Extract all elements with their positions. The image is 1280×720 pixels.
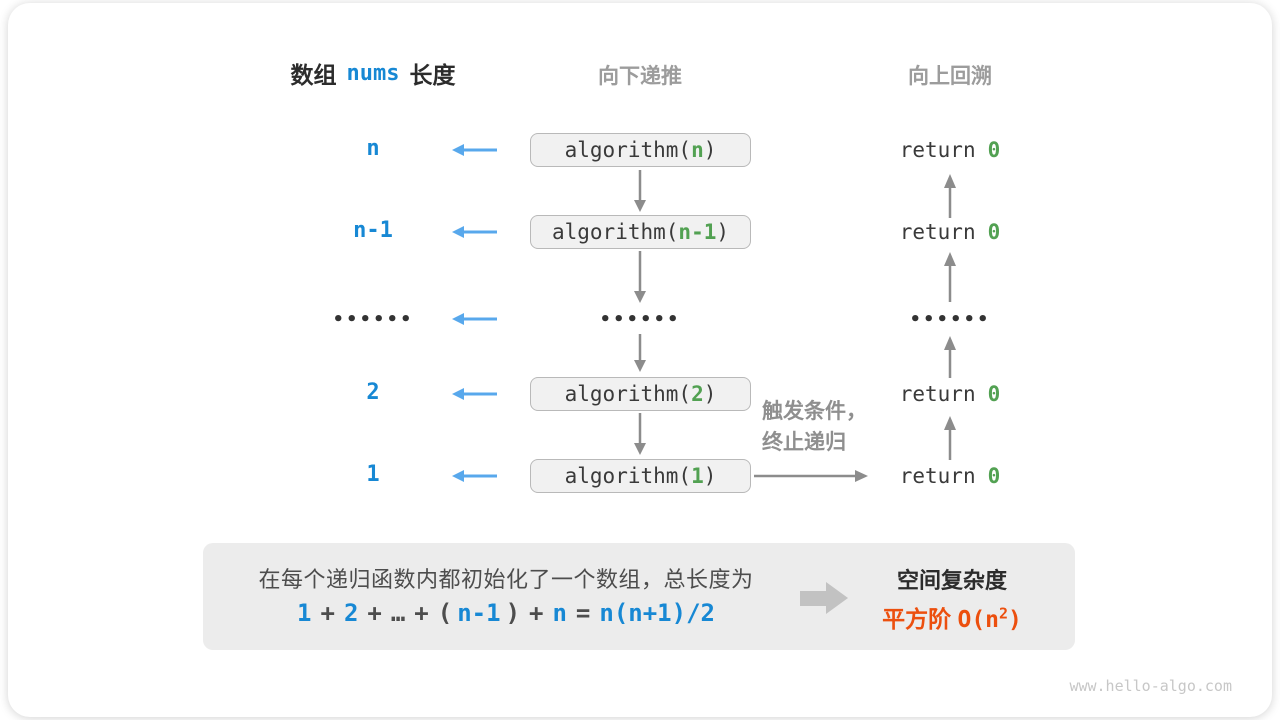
return-value: 0 — [987, 382, 1001, 406]
big-o-exponent: 2 — [999, 604, 1009, 623]
return-value: 0 — [987, 220, 1001, 244]
block-arrow-shaft — [800, 591, 826, 606]
ellipsis-length: •••••• — [332, 309, 414, 330]
block-arrow-head — [826, 582, 848, 614]
return-label-4: return 0 — [880, 382, 1020, 406]
header-array-length: 数组 nums 长度 — [253, 58, 493, 89]
length-label-n-1: n-1 — [353, 218, 393, 243]
watermark: www.hello-algo.com — [1069, 677, 1232, 695]
ellipsis-backtrack: •••••• — [909, 309, 991, 330]
call-open: algorithm( — [564, 382, 692, 406]
header-recurse-down: 向下递推 — [598, 65, 682, 88]
return-keyword: return — [899, 464, 976, 488]
terminate-note: 触发条件， 终止递归 — [762, 396, 902, 458]
formula-token: + — [367, 599, 382, 627]
return-keyword: return — [899, 382, 976, 406]
complexity-order-label: 平方阶 — [882, 606, 952, 632]
header-array-code: nums — [346, 60, 400, 86]
big-o-notation: O(n2) — [957, 604, 1022, 633]
formula-token: n(n+1)/2 — [599, 599, 715, 627]
call-arg: n-1 — [678, 220, 717, 244]
return-value: 0 — [987, 464, 1001, 488]
return-label-5: return 0 — [880, 464, 1020, 488]
header-backtrack-up: 向上回溯 — [908, 65, 992, 88]
formula-token: n — [552, 599, 567, 627]
summary-formula: 1 + 2 + … + ( n-1 ) + n = n(n+1)/2 — [231, 599, 781, 627]
call-box-n-1: algorithm(n-1) — [530, 215, 751, 249]
terminate-note-line1: 触发条件， — [762, 400, 867, 423]
space-complexity-title: 空间复杂度 — [896, 568, 1007, 593]
length-label-2: 2 — [366, 380, 380, 405]
return-value: 0 — [987, 138, 1001, 162]
formula-token: ( — [437, 599, 453, 627]
call-open: algorithm( — [551, 220, 679, 244]
call-open: algorithm( — [564, 138, 692, 162]
space-complexity-value: 平方阶 O(n2) — [852, 600, 1052, 634]
header-array-prefix: 数组 — [290, 62, 337, 88]
formula-token: + — [414, 599, 429, 627]
call-close: ) — [703, 382, 717, 406]
return-label-2: return 0 — [880, 220, 1020, 244]
call-open: algorithm( — [564, 464, 692, 488]
formula-token: … — [390, 599, 406, 627]
length-label-1: 1 — [366, 462, 380, 487]
call-arg: 1 — [691, 464, 704, 488]
formula-token: ) — [505, 599, 521, 627]
length-label-n: n — [366, 136, 380, 161]
call-box-n: algorithm(n) — [530, 133, 751, 167]
call-arg: 2 — [691, 382, 704, 406]
call-close: ) — [703, 138, 717, 162]
formula-token: 2 — [343, 599, 359, 627]
formula-token: = — [575, 599, 591, 627]
call-box-2: algorithm(2) — [530, 377, 751, 411]
summary-description: 在每个递归函数内都初始化了一个数组，总长度为 — [258, 567, 754, 592]
formula-token: n-1 — [457, 599, 501, 627]
formula-token: 1 — [297, 599, 312, 627]
formula-token: + — [529, 599, 544, 627]
call-box-1: algorithm(1) — [530, 459, 751, 493]
return-keyword: return — [899, 220, 976, 244]
formula-token: + — [320, 599, 335, 627]
call-close: ) — [703, 464, 717, 488]
return-keyword: return — [899, 138, 976, 162]
header-array-suffix: 长度 — [409, 62, 456, 88]
return-label-1: return 0 — [880, 138, 1020, 162]
call-arg: n — [691, 138, 704, 162]
call-close: ) — [716, 220, 730, 244]
terminate-note-line2: 终止递归 — [762, 431, 846, 454]
summary-panel: 在每个递归函数内都初始化了一个数组，总长度为 1 + 2 + … + ( n-1… — [203, 543, 1075, 650]
ellipsis-recurse: •••••• — [599, 309, 681, 330]
